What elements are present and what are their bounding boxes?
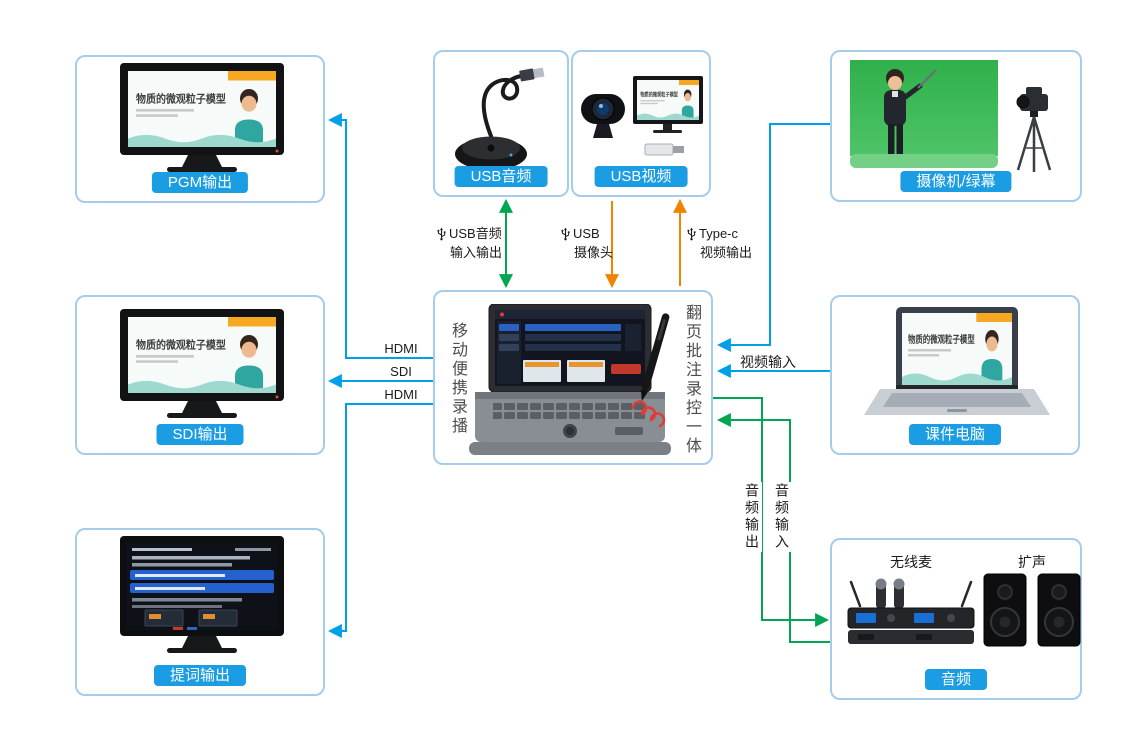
audio-out-label: 音频输出 [742,482,762,552]
usb-video-label: USB视频 [594,166,688,187]
box-courseware-pc: 课件电脑 [830,295,1080,455]
usb-cable [481,74,523,138]
usb-dongle [644,143,684,156]
hdmi-pgm-label: HDMI [384,341,418,356]
speaker-right [1037,573,1081,647]
wireless-mic-label: 无线麦 [890,554,932,570]
red-scribble [631,400,666,428]
recorder-body [469,392,671,455]
usb-audio-label: USB音频 [454,166,548,187]
usb-audio-io-label: USB音频 输入输出 [436,224,502,262]
prompter-monitor-illustration [95,536,309,658]
usb-icon [686,227,697,241]
prompter-output-label: 提词输出 [153,665,247,686]
laptop-illustration [864,307,1050,415]
green-screen [850,60,998,168]
recorder-screen [488,304,652,393]
sdi-out-label: SDI [390,364,412,379]
box-prompter-output: 提词输出 [75,528,325,696]
wire-hdmi-to-prompter [327,403,433,638]
box-camera-greenscreen: 摄像机/绿幕 [830,50,1082,202]
greenscreen-illustration [850,60,1052,172]
usb-audio-io-line2: 输入输出 [450,245,503,260]
usb-connector [519,67,545,82]
speakers-illustration [983,573,1081,647]
courseware-pc-label: 课件电脑 [908,424,1002,445]
usb-camera-illustration [581,76,703,156]
boundary-mic [455,136,527,170]
annotation-pen-illustration [631,313,670,428]
box-audio: 无线麦 扩声 [830,538,1082,700]
box-usb-audio: USB音频 [433,50,569,197]
usb-camera-line2: 摄像头 [574,245,614,260]
typec-line2: 视频输出 [700,245,753,260]
usb-icon [436,227,447,241]
box-recorder: 移动便携录播 翻页批注录控一体 [433,290,713,465]
usb-icon [560,227,571,241]
box-usb-video: USB视频 [571,50,711,197]
mic-receiver [847,607,975,644]
hdmi-prompter-label: HDMI [384,387,418,402]
sdi-output-label: SDI输出 [156,424,244,445]
pgm-monitor-illustration [95,63,309,175]
presenter-figure [884,69,937,154]
portable-recorder-illustration [469,304,671,455]
stylus-pen [640,313,670,402]
camera-greenscreen-label: 摄像机/绿幕 [900,171,1012,192]
recorder-left-label: 移动便携录播 [449,322,466,436]
speaker-label: 扩声 [1018,554,1046,570]
mini-monitor [633,76,703,133]
audio-label: 音频 [924,669,988,690]
wireless-mic-illustration [847,578,975,644]
wire-hdmi-to-pgm [327,113,433,359]
typec-video-out-label: Type-c 视频输出 [686,224,752,262]
speaker-left [983,573,1027,647]
pc-video-in-label: 视频输入 [740,354,796,370]
usb-camera-label: USB 摄像头 [560,224,613,262]
recorder-right-label: 翻页批注录控一体 [683,304,700,456]
sdi-monitor-illustration [95,309,309,421]
ptz-camera-tripod [1016,87,1052,172]
usb-camera-line1: USB [573,226,600,241]
handheld-mics [875,578,905,608]
usb-audio-io-line1: USB音频 [449,226,502,241]
wire-audio-out [713,397,830,627]
audio-in-label: 音频输入 [772,482,792,552]
typec-line1: Type-c [699,226,739,241]
box-pgm-output: PGM输出 [75,55,325,203]
usb-microphone-illustration [455,67,545,170]
box-sdi-output: SDI输出 [75,295,325,455]
pgm-output-label: PGM输出 [151,172,249,193]
webcam [581,94,625,138]
